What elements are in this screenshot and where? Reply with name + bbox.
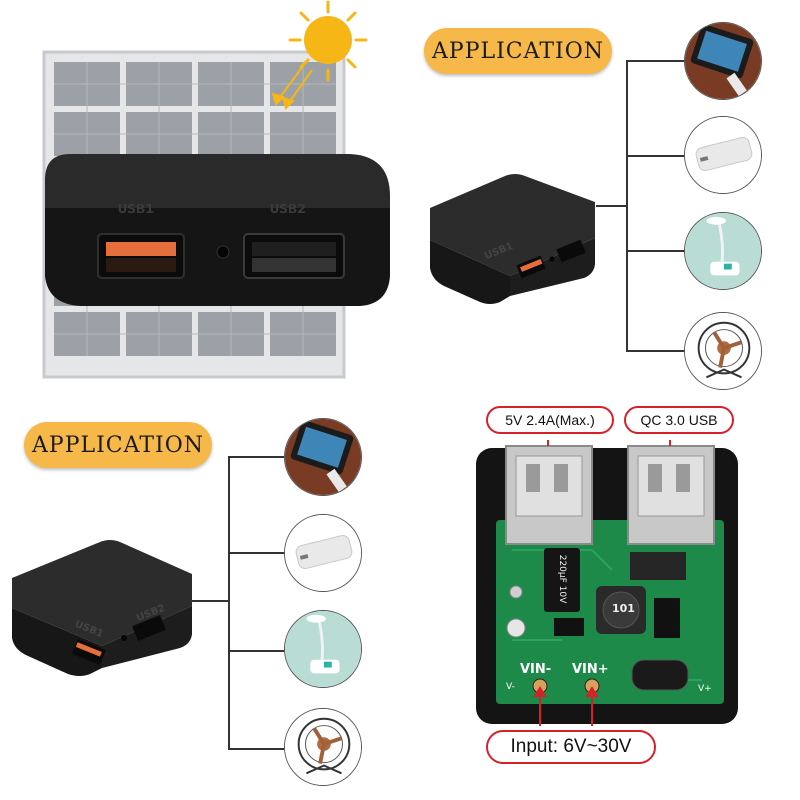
input-voltage-callout: Input: 6V~30V: [486, 730, 656, 764]
sun-icon: [258, 0, 378, 120]
capacitor-label: 220μF 10V: [557, 554, 567, 604]
connector-branch-1: [626, 60, 684, 62]
connector-bar-top: [626, 60, 628, 350]
connector-stem-bottom: [190, 600, 228, 602]
connector-branch-b1: [228, 456, 284, 458]
usb2-port-label: USB2: [270, 201, 307, 217]
connector-branch-4: [626, 350, 684, 352]
charger-box-large: USB1 USB2: [40, 148, 395, 308]
connector-branch-2: [626, 155, 684, 157]
usb-lamp-thumb-top: [684, 212, 762, 290]
power-bank-icon: [685, 117, 761, 193]
application-label-bottom: APPLICATION: [24, 422, 212, 468]
vin-minus-label: VIN-: [520, 662, 552, 677]
phone-charging-thumb-bottom: [284, 418, 362, 496]
usb-fan-icon: [285, 709, 361, 785]
inductor-label: 101: [612, 602, 635, 615]
phone-charging-icon: [285, 419, 361, 495]
charger-box-small-bottom: USB1 USB2: [6, 530, 196, 680]
usb-lamp-icon: [285, 611, 361, 687]
v-plus-label: V+: [698, 684, 712, 694]
phone-charging-icon: [685, 23, 761, 99]
connector-branch-b3: [228, 650, 284, 652]
charger-box-small-top: USB1: [420, 168, 600, 308]
connector-branch-3: [626, 250, 684, 252]
phone-charging-thumb-top: [684, 22, 762, 100]
application-label-top: APPLICATION: [424, 28, 612, 74]
usb2-spec-callout: QC 3.0 USB: [624, 406, 734, 434]
pcb-board-photo: 220μF 10V 101 VIN- VIN+ V- V+: [472, 436, 742, 730]
connector-branch-b2: [228, 552, 284, 554]
usb-lamp-thumb-bottom: [284, 610, 362, 688]
usb-fan-thumb-top: [684, 312, 762, 390]
usb-fan-thumb-bottom: [284, 708, 362, 786]
v-minus-label: V-: [506, 682, 515, 692]
connector-stem-top: [596, 205, 626, 207]
connector-bar-bottom: [228, 456, 230, 748]
usb-fan-icon: [685, 313, 761, 389]
vin-plus-label: VIN+: [572, 662, 609, 677]
connector-branch-b4: [228, 748, 284, 750]
usb1-port-label: USB1: [118, 201, 155, 217]
power-bank-thumb-bottom: [284, 514, 362, 592]
usb1-spec-callout: 5V 2.4A(Max.): [486, 406, 614, 434]
usb-lamp-icon: [685, 213, 761, 289]
power-bank-icon: [285, 515, 361, 591]
power-bank-thumb-top: [684, 116, 762, 194]
